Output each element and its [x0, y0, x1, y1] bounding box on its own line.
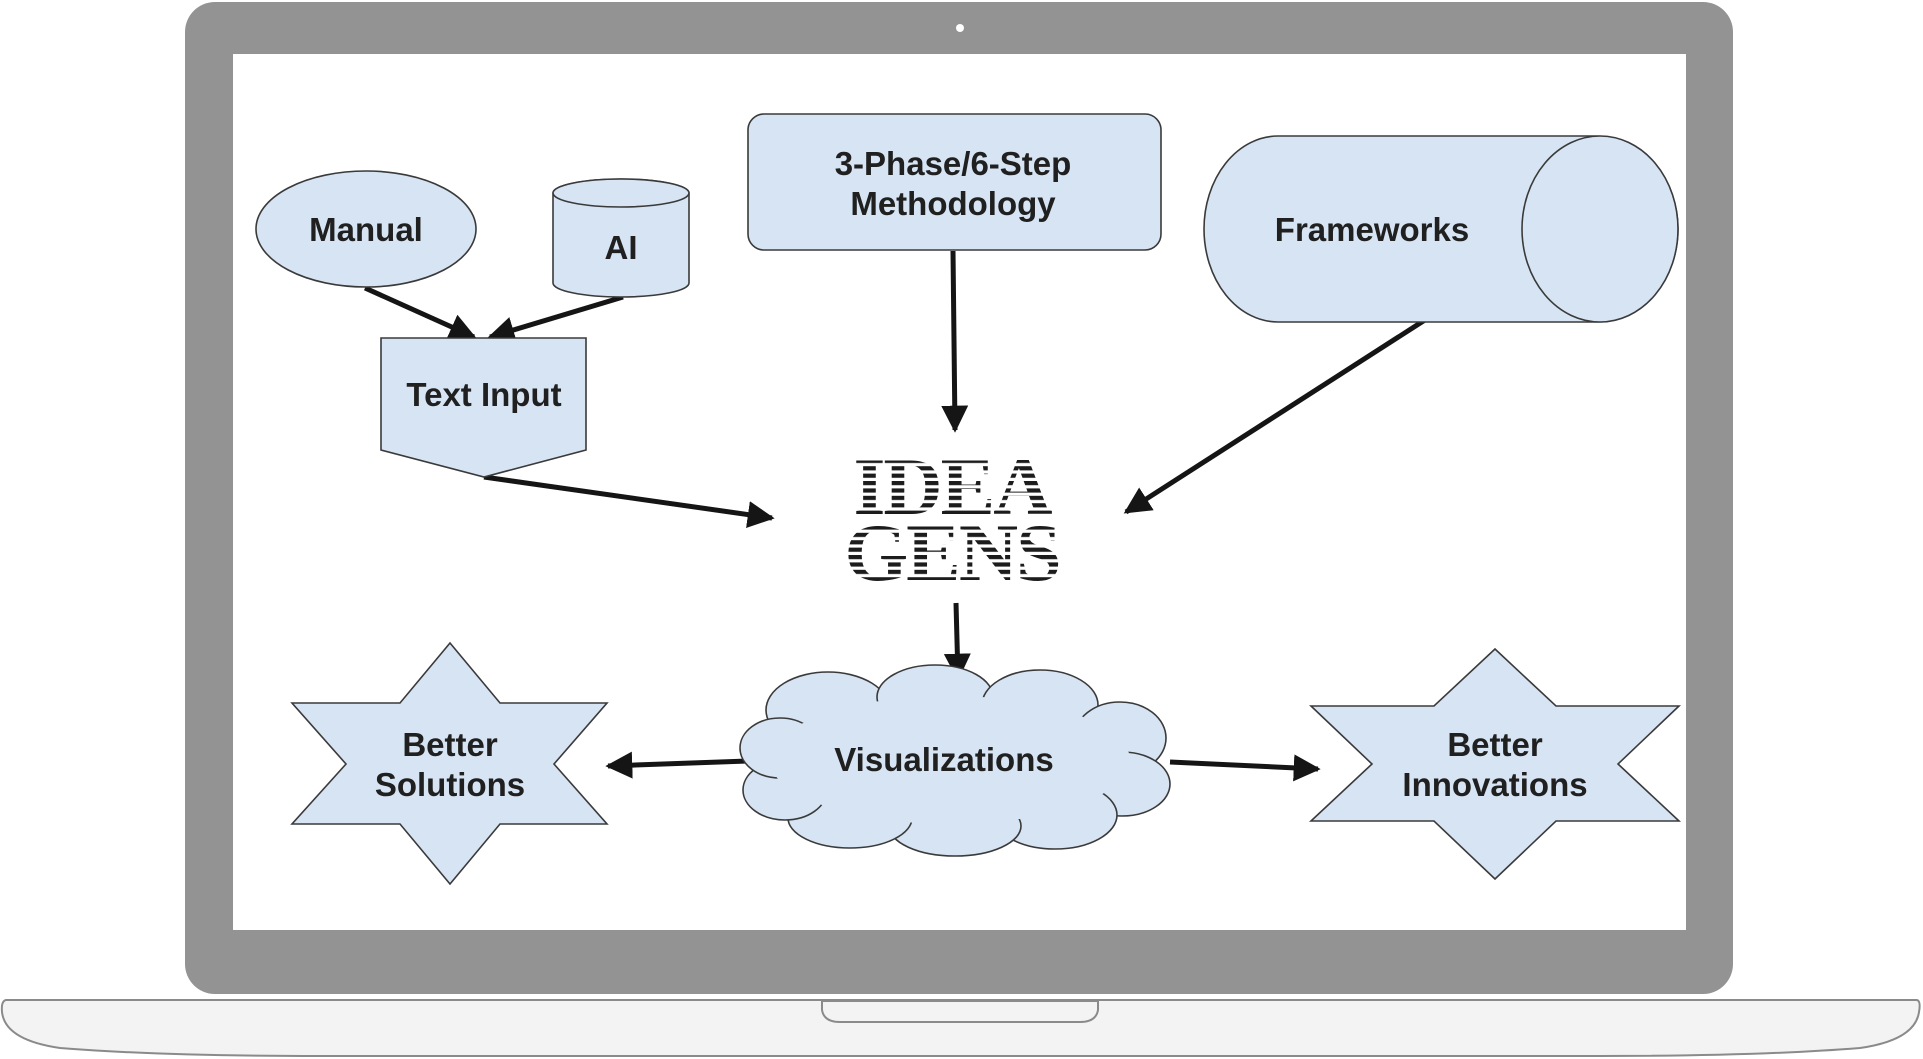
text-input-shape — [380, 337, 587, 478]
node-frameworks: Frameworks — [1203, 135, 1679, 323]
text-input-label: Text Input — [406, 376, 561, 413]
node-better-solutions: Better Solutions — [290, 641, 609, 886]
frameworks-label: Frameworks — [1275, 211, 1469, 248]
better-solutions-star — [290, 641, 609, 886]
node-manual: Manual — [255, 170, 477, 288]
ideagens-logo-line-2: GENS — [844, 507, 1059, 598]
better-solutions-label-line-1: Better — [402, 726, 498, 763]
arrow-ideagens-to-visualizations — [943, 602, 971, 681]
camera-dot — [956, 24, 964, 32]
arrow-visualizations-to-better-innovations — [1169, 754, 1321, 782]
visualizations-label: Visualizations — [834, 741, 1053, 778]
better-innovations-label-line-2: Innovations — [1402, 766, 1587, 803]
ideagens-logo-line-1: IDEA — [853, 441, 1052, 532]
better-innovations-label-line-1: Better — [1447, 726, 1543, 763]
ai-label: AI — [605, 229, 638, 266]
manual-label: Manual — [309, 211, 423, 248]
laptop-notch — [821, 1000, 1099, 1023]
arrow-ai-to-text-input — [487, 294, 624, 343]
visualizations-cloud-core — [770, 696, 1130, 824]
methodology-box — [747, 113, 1162, 251]
ai-cylinder-top — [552, 178, 690, 208]
arrow-frameworks-to-ideagens — [1123, 315, 1430, 515]
diagram-edges — [363, 250, 1430, 782]
better-solutions-label-line-2: Solutions — [375, 766, 525, 803]
visualizations-cloud — [739, 664, 1171, 857]
node-better-innovations: Better Innovations — [1308, 647, 1682, 881]
manual-ellipse — [255, 170, 477, 288]
node-ai: AI — [552, 178, 690, 298]
node-ideagens-logo: IDEA GENS — [844, 441, 1061, 598]
node-text-input: Text Input — [380, 337, 587, 478]
better-innovations-star — [1308, 647, 1682, 881]
node-methodology: 3-Phase/6-Step Methodology — [747, 113, 1162, 251]
arrow-visualizations-to-better-solutions — [605, 751, 749, 779]
arrow-manual-to-text-input — [363, 285, 477, 340]
frameworks-cylinder-end — [1521, 135, 1679, 323]
arrow-methodology-to-ideagens — [941, 250, 969, 433]
methodology-label-line-2: Methodology — [850, 185, 1056, 222]
methodology-label-line-1: 3-Phase/6-Step — [835, 145, 1072, 182]
node-visualizations: Visualizations — [739, 664, 1171, 857]
laptop-base — [0, 999, 1921, 1057]
arrow-text-input-to-ideagens — [483, 474, 775, 528]
